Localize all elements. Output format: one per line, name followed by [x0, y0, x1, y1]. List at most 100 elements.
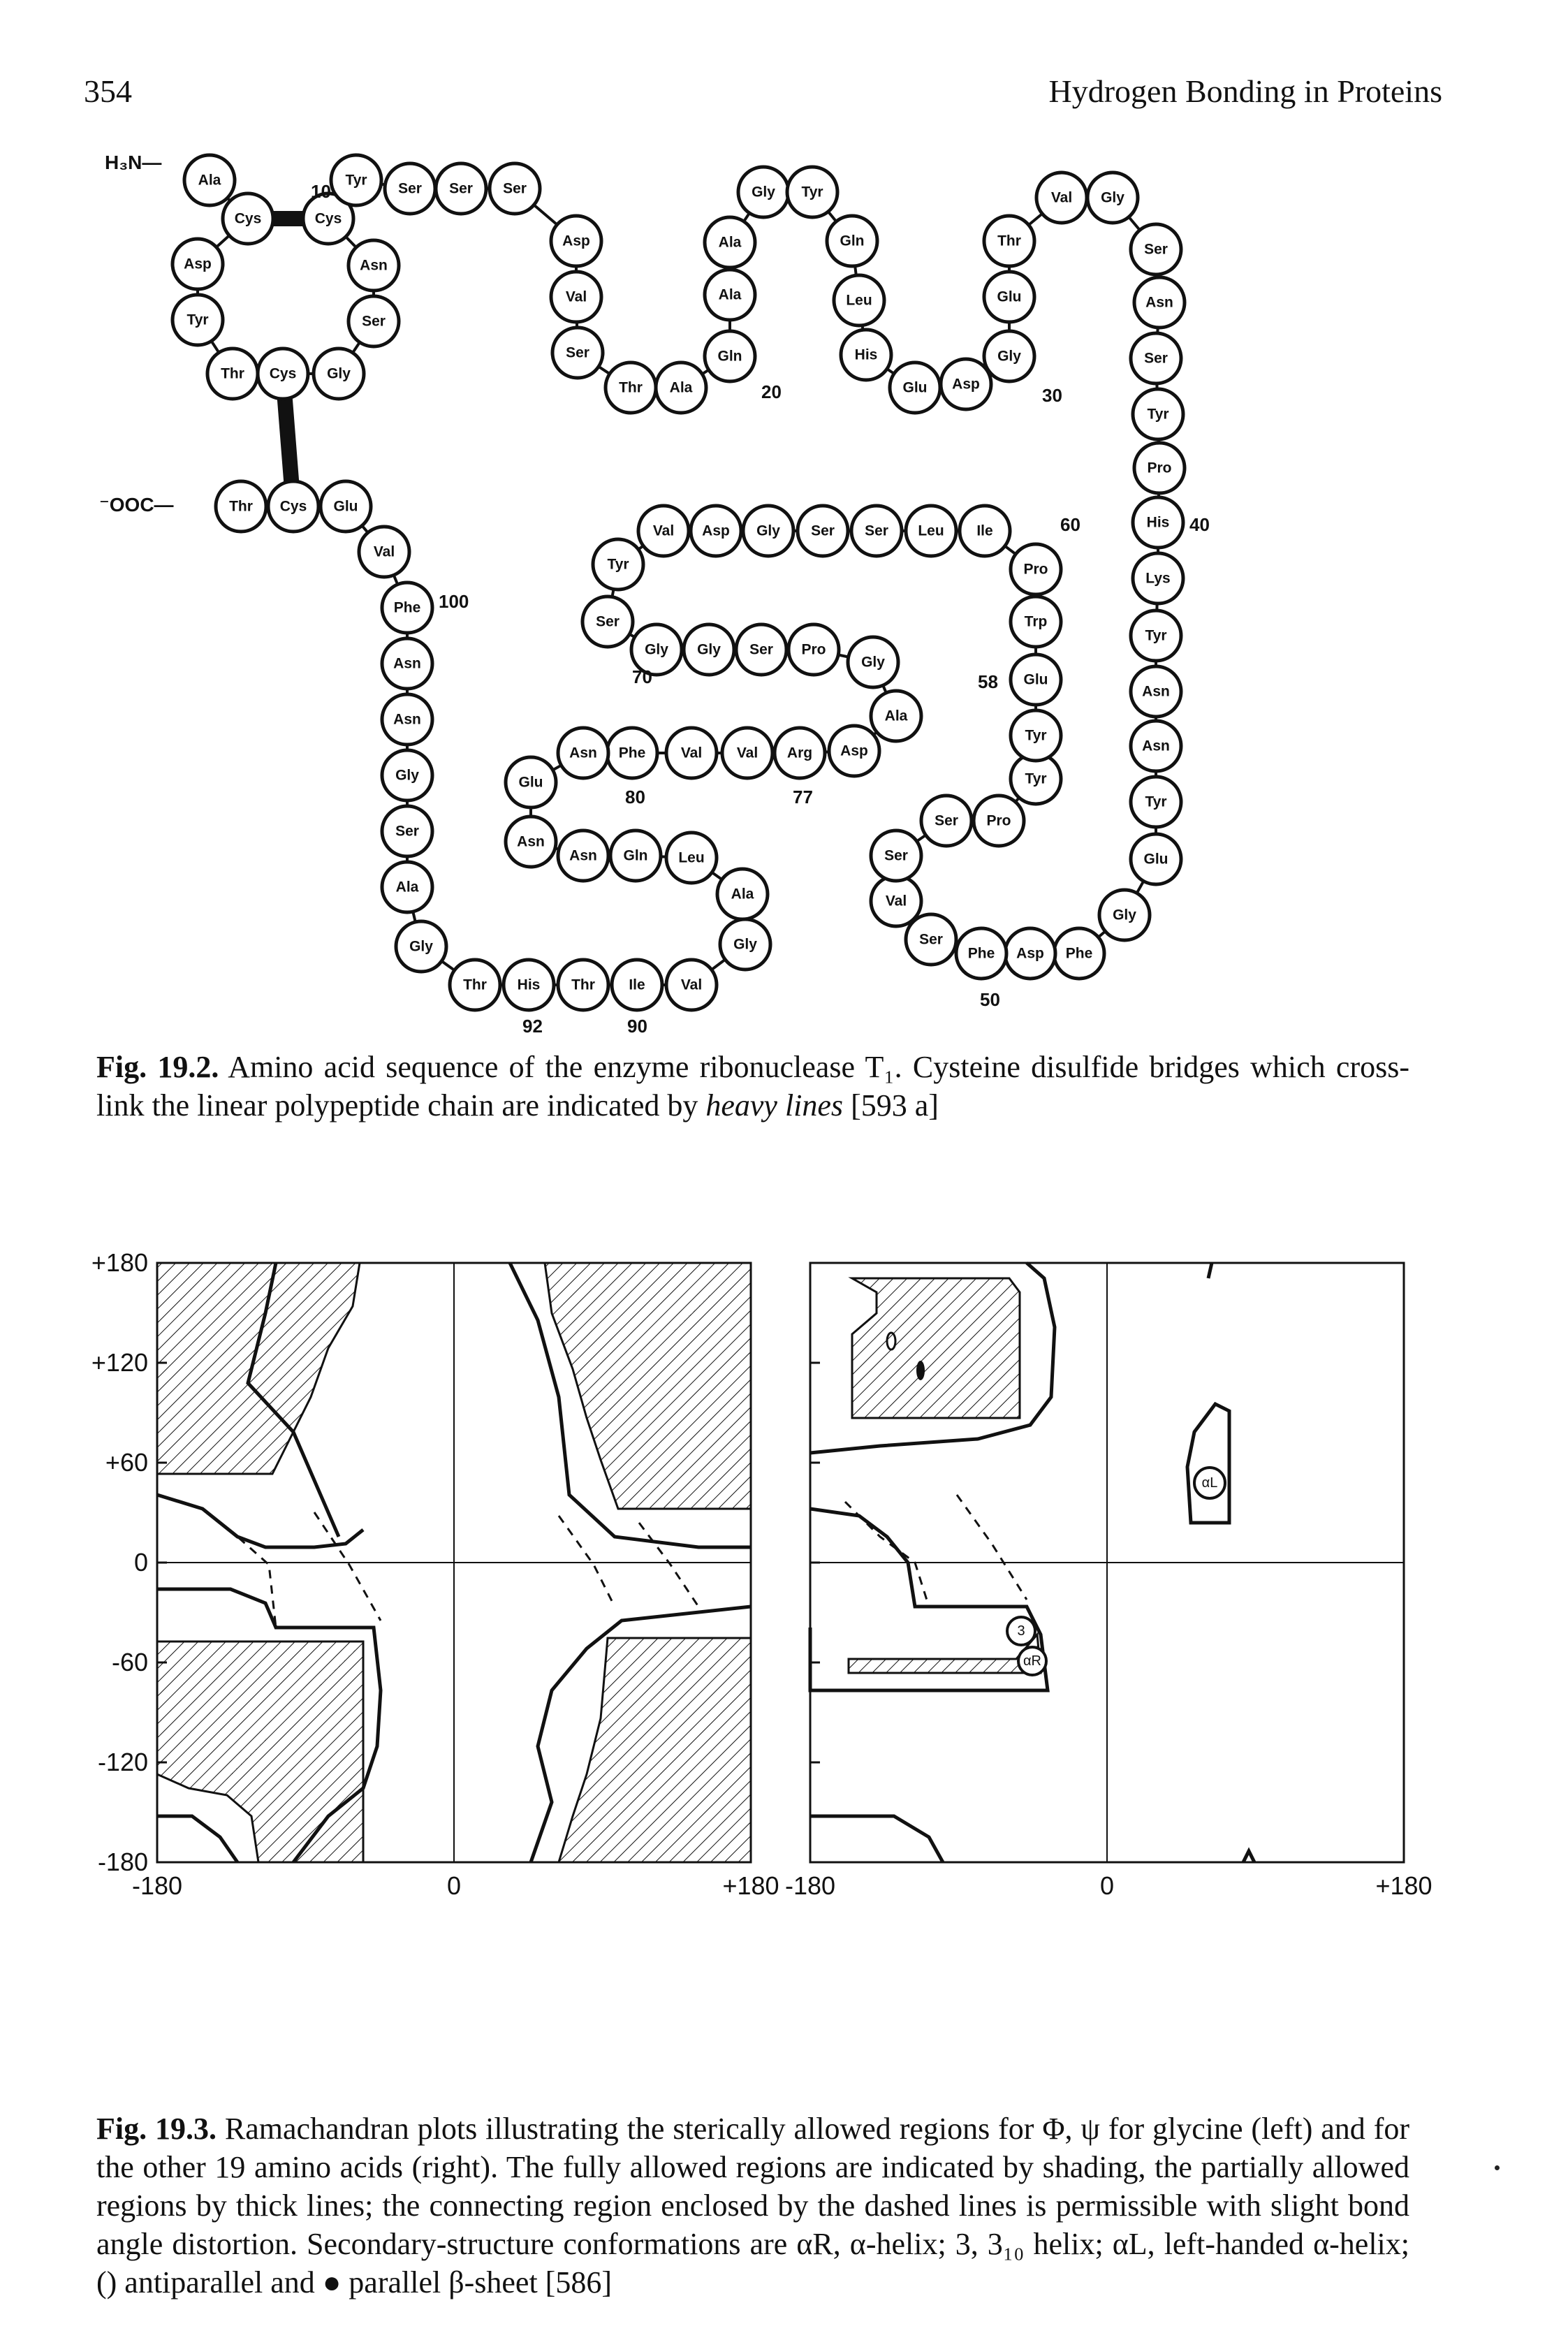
residue-number-60: 60	[1060, 514, 1080, 535]
residue-65: Gly	[741, 504, 796, 558]
residue-label: Pro	[1023, 562, 1048, 578]
residue-circle	[380, 804, 434, 858]
residue-88: Gly	[718, 917, 772, 972]
residue-68: Tyr	[591, 537, 645, 592]
residue-13: Ser	[434, 161, 488, 216]
residue-circle	[982, 329, 1036, 383]
residue-circle	[1132, 441, 1187, 495]
residue-circle	[380, 692, 434, 747]
residue-circle	[703, 215, 757, 270]
residue-38: Tyr	[1131, 387, 1185, 441]
residue-5: Thr	[205, 346, 260, 401]
residue-number-70: 70	[632, 666, 652, 687]
residue-circle	[682, 622, 736, 677]
x-tick-label: +180	[722, 1871, 779, 1900]
ramachandran-glycine-panel	[156, 1262, 752, 1864]
residue-19: Ala	[654, 360, 708, 415]
parallel-sheet-marker	[916, 1361, 925, 1380]
alpha-right-label: αR	[1023, 1653, 1041, 1669]
residue-circle	[318, 479, 373, 534]
residue-number-92: 92	[522, 1016, 543, 1034]
residue-76: Asp	[827, 724, 881, 778]
residue-label: Phe	[619, 745, 646, 761]
residue-number-100: 100	[439, 591, 469, 612]
residue-circle	[1129, 832, 1183, 886]
residue-circle	[869, 828, 923, 883]
residue-circle	[720, 726, 775, 780]
residue-circle	[869, 689, 923, 743]
residue-97: Gly	[380, 748, 434, 803]
residue-label: Asp	[702, 523, 730, 539]
residue-label: Val	[1051, 190, 1072, 206]
x-tick-label: +180	[1375, 1871, 1432, 1900]
residue-label: Leu	[678, 850, 704, 866]
residue-80: Phe	[605, 726, 659, 780]
y-tick-label: 0	[134, 1548, 148, 1577]
residue-81: Asn	[556, 726, 610, 780]
residue-label: Glu	[1024, 672, 1048, 688]
residue-label: Gly	[697, 642, 721, 658]
residue-26: Leu	[832, 273, 886, 328]
residue-circle	[825, 214, 879, 268]
residue-9: Asn	[346, 238, 401, 293]
residue-102: Glu	[318, 479, 373, 534]
residue-circle	[1129, 222, 1183, 277]
fig3-caption-label: Fig. 19.3.	[96, 2112, 217, 2146]
residue-circle	[982, 270, 1036, 324]
residue-circle	[556, 726, 610, 780]
residue-label: Ala	[198, 173, 221, 189]
residue-90: Ile	[610, 958, 664, 1012]
residue-63: Ser	[849, 504, 904, 558]
residue-circle	[182, 153, 237, 207]
residue-circle	[832, 273, 886, 328]
residue-7: Gly	[312, 346, 366, 401]
residue-label: Asp	[952, 376, 980, 393]
residue-circle	[654, 360, 708, 415]
residue-44: Asn	[1129, 719, 1183, 773]
residue-14: Ser	[488, 161, 542, 216]
residue-circle	[718, 917, 772, 972]
residue-circle	[266, 479, 321, 534]
gly-shaded-region-bottom-right	[557, 1637, 752, 1864]
residue-number-40: 40	[1189, 514, 1210, 535]
residue-24: Tyr	[785, 165, 840, 219]
residue-54: Ser	[919, 794, 974, 848]
n-terminus-label: H₃N—	[105, 152, 161, 173]
residue-circle	[636, 504, 691, 558]
residue-circle	[591, 537, 645, 592]
residue-56: Tyr	[1009, 752, 1063, 806]
residue-label: Leu	[918, 523, 944, 539]
residue-circle	[550, 326, 605, 380]
residue-85: Gln	[608, 828, 663, 883]
residue-91: Thr	[556, 958, 610, 1012]
residue-57: Tyr	[1009, 708, 1063, 763]
residue-label: Glu	[903, 380, 928, 396]
residue-label: Tyr	[1145, 628, 1166, 644]
residue-84: Asn	[556, 828, 610, 883]
alpha-left-allowed-region	[1185, 1401, 1231, 1525]
residue-label: Asn	[393, 656, 421, 672]
residue-60: Pro	[1009, 542, 1063, 597]
residue-circle	[1009, 594, 1063, 649]
residue-46: Glu	[1129, 832, 1183, 886]
residue-circle	[346, 294, 401, 349]
residue-circle	[958, 504, 1012, 558]
residue-circle	[954, 926, 1009, 981]
residue-42: Tyr	[1129, 608, 1183, 663]
residue-21: Ala	[703, 268, 757, 322]
residue-label: Gly	[861, 655, 885, 671]
antiparallel-sheet-marker	[886, 1331, 897, 1351]
alpha-left-marker	[1193, 1466, 1226, 1500]
fig2-caption-emphasis: heavy lines	[705, 1088, 844, 1123]
residue-label: Ser	[596, 614, 620, 630]
residue-58: Glu	[1009, 652, 1063, 707]
y-tick-label: -180	[98, 1848, 148, 1876]
residue-43: Asn	[1129, 664, 1183, 719]
residue-number-90: 90	[627, 1016, 647, 1034]
residue-label: Asn	[569, 745, 597, 761]
residue-label: Asn	[1142, 738, 1170, 754]
residue-label: Val	[681, 977, 702, 993]
y-tick-label: -60	[112, 1648, 148, 1676]
